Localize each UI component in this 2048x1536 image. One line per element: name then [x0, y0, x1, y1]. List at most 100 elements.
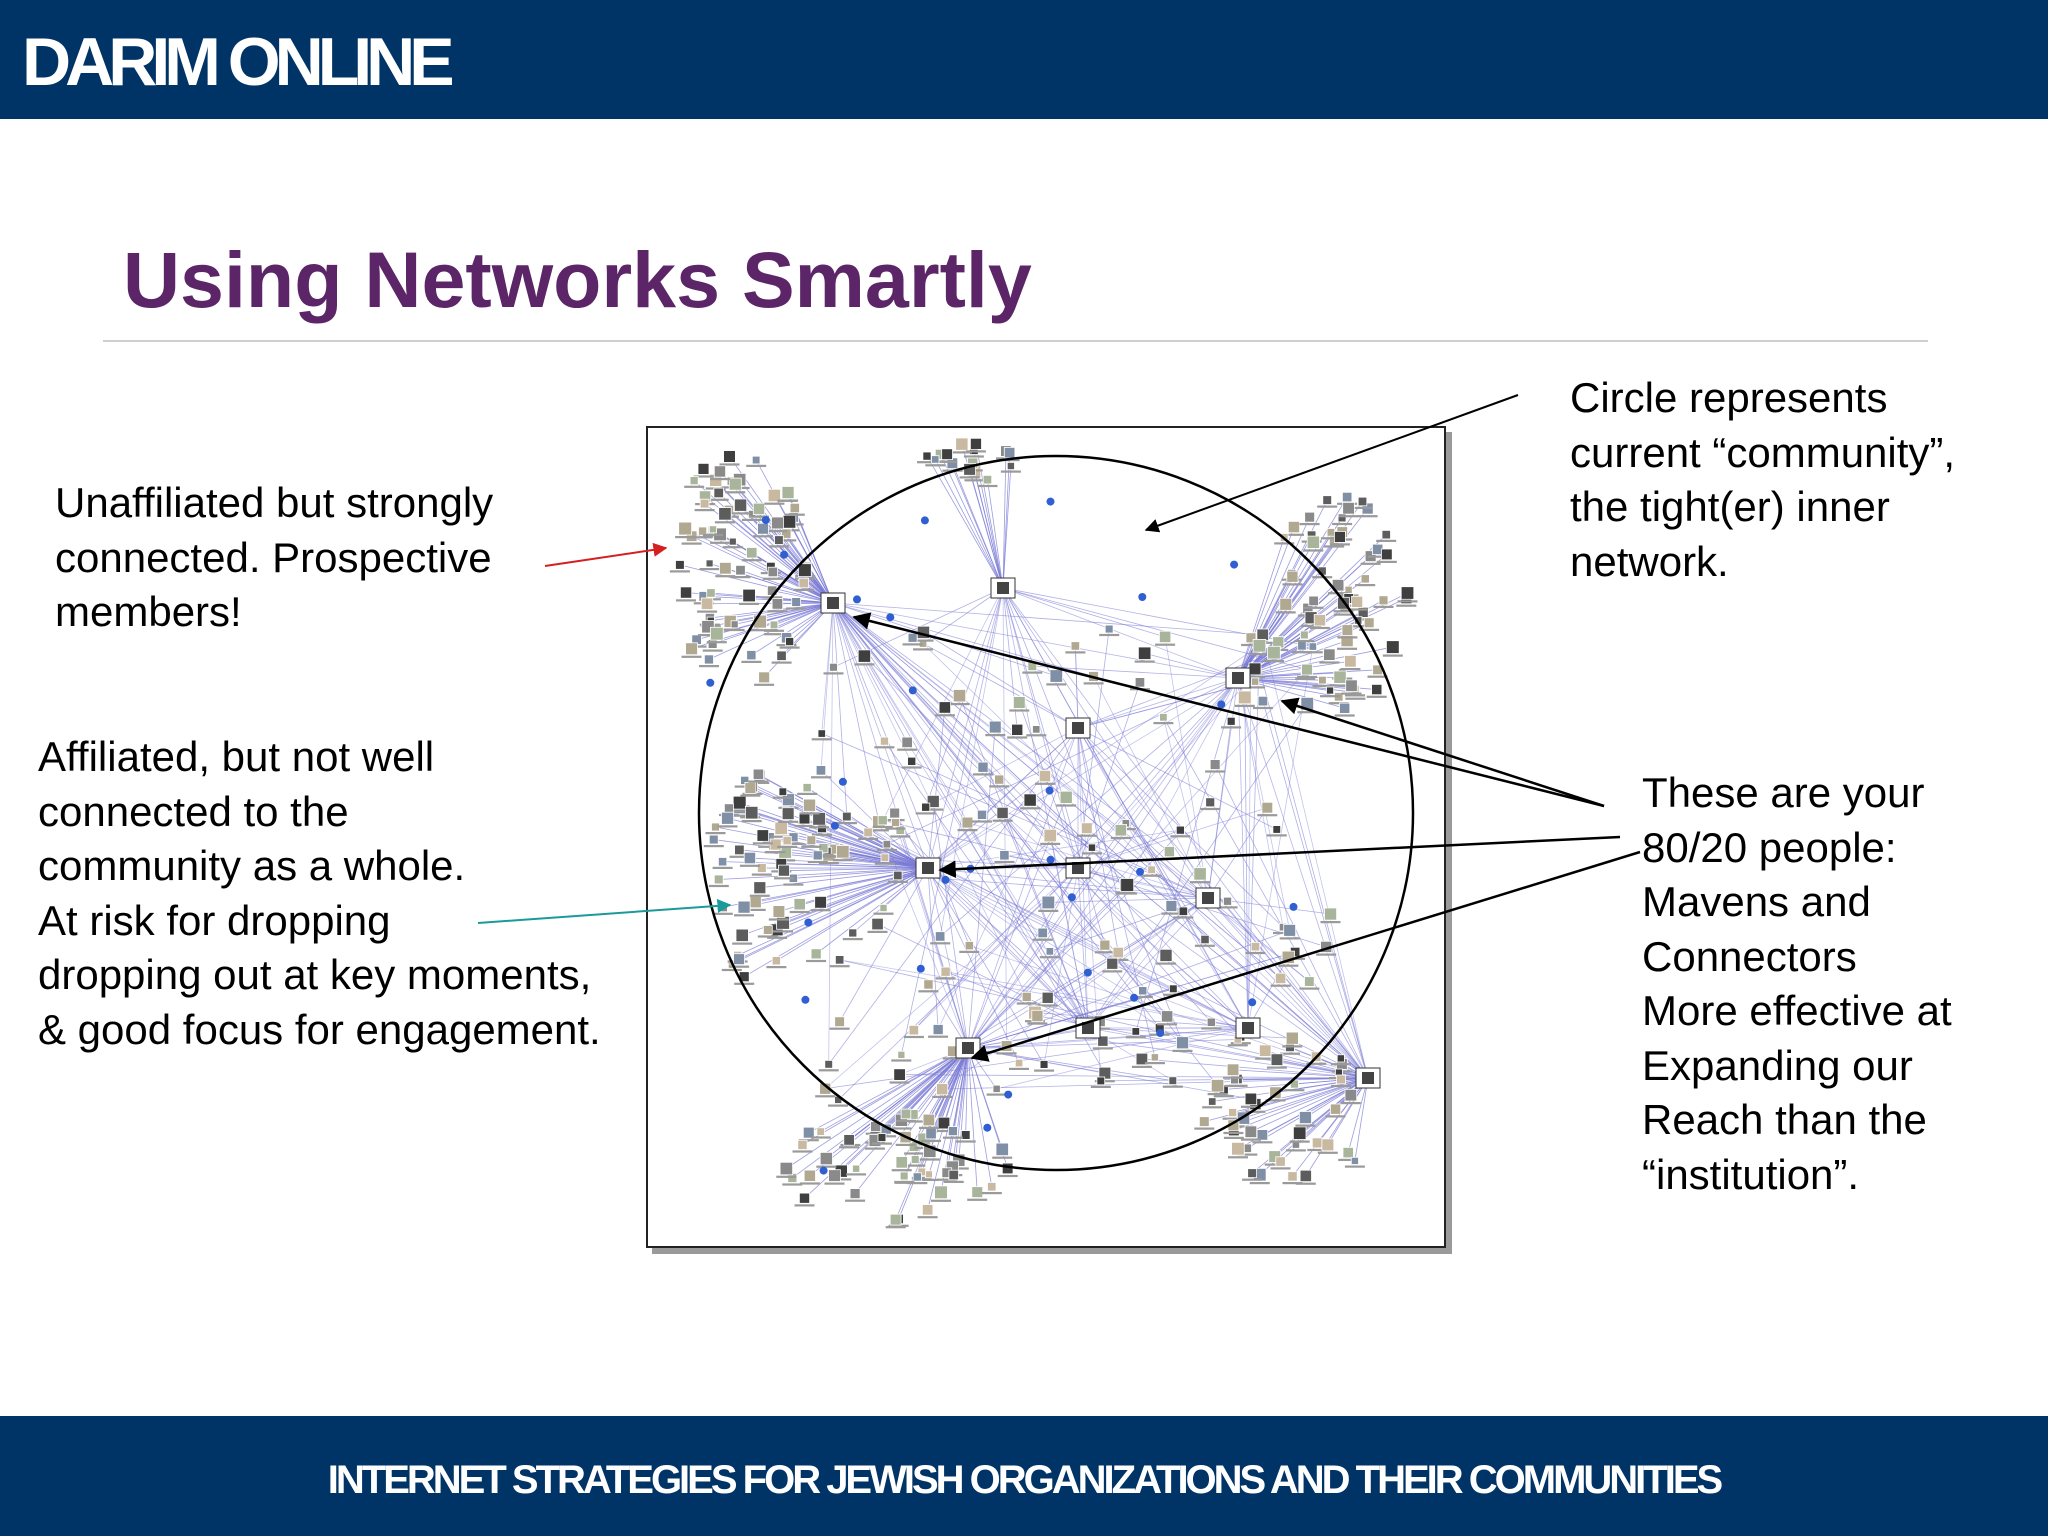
network-node	[758, 671, 770, 684]
network-node	[746, 650, 757, 661]
network-node-label	[1333, 610, 1354, 613]
network-node-label	[749, 894, 770, 897]
network-node	[1287, 1171, 1298, 1182]
network-node	[971, 1186, 984, 1199]
network-node-label	[1303, 606, 1324, 609]
network-node-label	[739, 864, 760, 867]
network-node	[797, 1139, 808, 1150]
network-node-label	[1156, 962, 1177, 965]
network-node-label	[806, 959, 827, 963]
network-node	[1381, 548, 1393, 561]
network-node-label	[754, 683, 775, 686]
network-node-label	[1240, 1105, 1261, 1108]
network-node	[1159, 713, 1168, 722]
network-node-label	[1161, 912, 1182, 915]
network-node-label	[901, 766, 922, 769]
network-node-label	[797, 792, 818, 795]
network-node-label	[1299, 523, 1320, 526]
network-node	[1178, 906, 1188, 916]
annotation-unaffiliated: Unaffiliated but strongly connected. Pro…	[55, 479, 494, 635]
network-node-label	[904, 1152, 925, 1155]
network-blue-node	[1230, 560, 1239, 569]
network-node-label	[1131, 1065, 1152, 1068]
network-node-label	[757, 935, 778, 938]
network-node	[877, 1133, 887, 1142]
network-node-label	[1309, 626, 1330, 630]
network-node	[732, 795, 747, 810]
network-node-label	[703, 533, 723, 537]
network-node-label	[762, 577, 783, 580]
network-node	[803, 1169, 816, 1182]
network-node-label	[873, 912, 894, 915]
network-node-label	[989, 785, 1010, 788]
network-node	[882, 839, 892, 849]
network-node	[1059, 790, 1073, 804]
network-node	[863, 827, 874, 838]
network-node-label	[905, 1164, 926, 1167]
network-hub-photo	[1072, 862, 1084, 874]
network-node	[900, 1108, 912, 1120]
network-node	[1087, 843, 1096, 852]
network-node-label	[1190, 881, 1211, 884]
network-node	[782, 836, 792, 846]
network-node-label	[818, 1069, 839, 1072]
network-node	[1357, 496, 1368, 507]
network-node-label	[681, 542, 702, 545]
network-node-label	[928, 1035, 949, 1038]
network-node	[1209, 759, 1221, 770]
network-node	[1269, 1086, 1282, 1099]
network-node	[774, 821, 788, 836]
network-node-label	[1065, 651, 1086, 654]
network-node-label	[925, 464, 946, 467]
network-node-label	[1359, 628, 1380, 631]
network-node-label	[782, 1183, 803, 1186]
network-node-label	[809, 826, 830, 829]
network-graph	[669, 437, 1418, 1229]
network-node	[1228, 1108, 1238, 1118]
network-node-label	[1340, 1102, 1361, 1105]
network-node	[916, 625, 930, 639]
network-node	[1261, 801, 1274, 814]
network-node	[779, 1161, 794, 1176]
network-node-label	[669, 570, 690, 573]
network-node-label	[765, 851, 786, 854]
network-node-label	[811, 738, 832, 741]
network-node-label	[1278, 964, 1299, 967]
network-node	[776, 650, 787, 661]
network-node	[819, 1152, 833, 1166]
network-node-label	[1245, 1110, 1266, 1113]
network-blue-node	[780, 550, 789, 559]
network-node	[689, 476, 699, 486]
network-node-label	[1319, 661, 1340, 664]
network-node	[1321, 1138, 1335, 1152]
network-hub-photo	[827, 597, 839, 609]
network-node	[923, 1144, 937, 1158]
network-node-label	[1295, 1182, 1316, 1185]
annotation-affiliated: Affiliated, but not well connected to th…	[38, 733, 601, 1053]
network-node-label	[1282, 1182, 1303, 1185]
network-node	[1324, 907, 1338, 921]
network-node	[1244, 1125, 1258, 1139]
network-node	[891, 818, 900, 827]
network-node-label	[1338, 515, 1359, 518]
network-node-label	[832, 859, 853, 862]
network-node	[963, 463, 976, 476]
network-node	[1297, 641, 1307, 651]
network-node-label	[1035, 782, 1055, 785]
network-node-label	[1081, 852, 1102, 855]
network-node	[977, 761, 989, 773]
network-node	[772, 905, 786, 918]
network-node-label	[1009, 1067, 1029, 1070]
network-node-label	[1034, 1069, 1055, 1072]
network-node	[999, 850, 1010, 861]
network-node	[1158, 630, 1172, 643]
network-node	[995, 1142, 1009, 1156]
network-node-label	[1297, 675, 1317, 679]
network-node	[1165, 900, 1178, 912]
network-node-label	[1257, 814, 1278, 817]
network-blue-node	[886, 613, 895, 622]
network-node	[745, 805, 759, 820]
network-node-label	[1367, 675, 1388, 678]
network-node	[1285, 1031, 1299, 1045]
network-hub-photo	[997, 582, 1009, 594]
